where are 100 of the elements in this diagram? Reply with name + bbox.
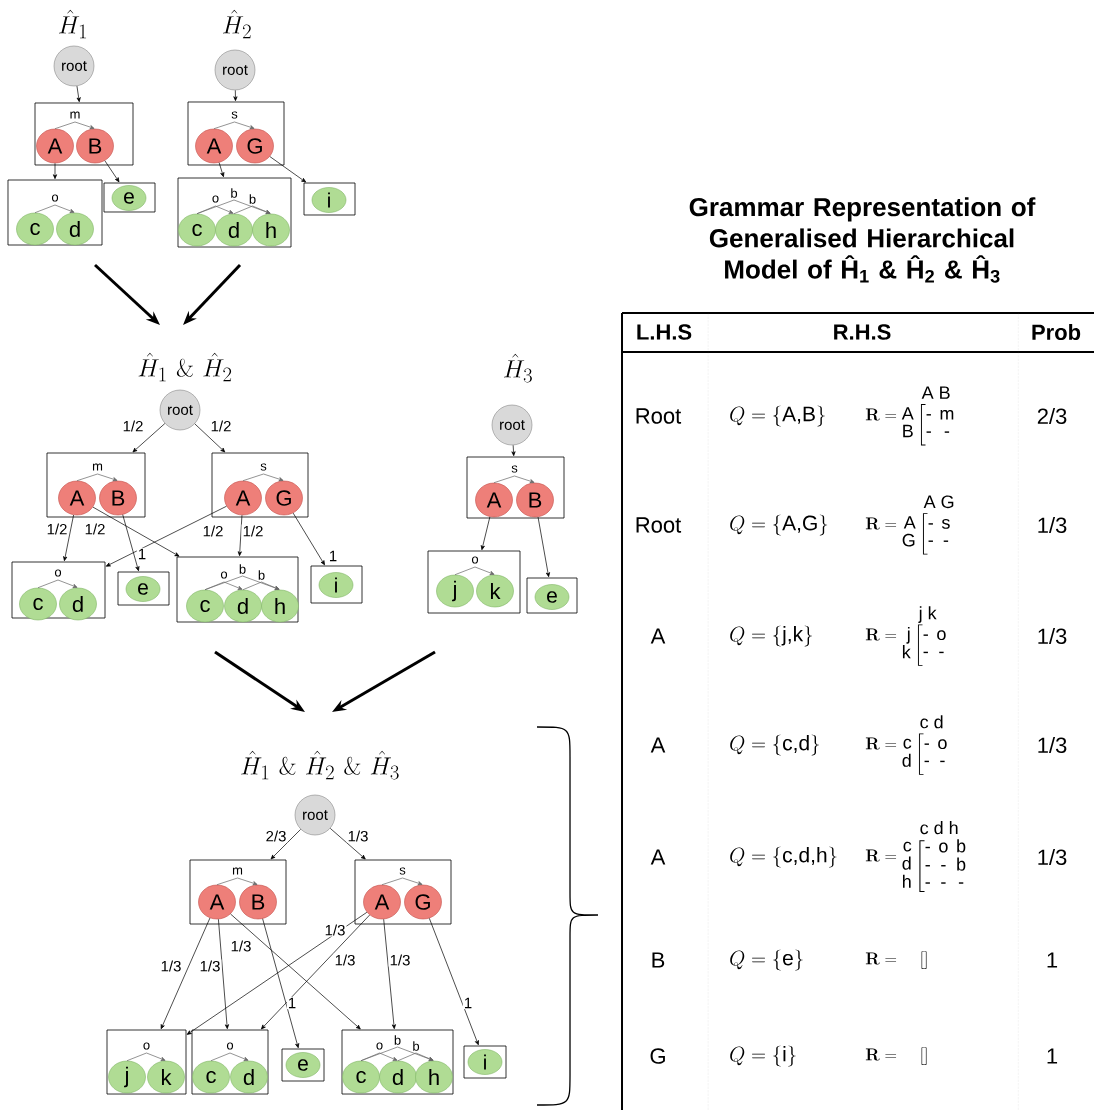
relation-label: o [212,195,219,203]
group-box [46,452,146,518]
relation-label: o [143,1042,150,1050]
arrow [383,918,396,1030]
edge-label: 1 [327,549,339,563]
arrow [37,579,78,589]
arrow [242,473,284,482]
table-cell: 1/3 [1038,627,1067,645]
tree-title: $\hat{H}_3$ [504,353,532,383]
arrow [428,917,479,1046]
group-box [7,179,103,246]
arrow [122,514,140,572]
relation-label: m [232,867,243,875]
table-cell: G [650,1048,665,1064]
column-header: L.H.S [637,324,692,340]
group-box [106,1029,187,1095]
edge-label: 1/3 [388,953,412,967]
arrow [237,514,243,557]
arrow [397,1052,434,1062]
edge-label: 1/3 [323,923,347,937]
arrow [261,914,370,1030]
tree-title: $\hat{H}_1 \ \&\ \hat{H}_2 \ \&\ \hat{H}_3$ [241,750,399,780]
group-box [34,102,134,166]
edge-label: 1 [286,996,298,1010]
table-cell: Root [636,517,682,533]
tree-title: $\hat{H}_1 \ \&\ \hat{H}_2$ [138,352,232,382]
relation-label: s [511,465,518,473]
relation-label: b [413,1041,420,1051]
arrow [242,581,280,591]
column-header: R.H.S [834,324,891,340]
arrow [132,423,166,453]
arrow [292,512,325,566]
formula: $Q = \left\{\text{j,k}\right\}$ [730,625,812,647]
arrow [104,160,120,183]
arrow [52,162,58,180]
edge-label: 1/2 [121,419,145,433]
arrow [511,444,516,457]
table-cell: 2/3 [1037,407,1067,425]
relation-label: o [471,556,479,564]
arrow [329,828,366,860]
table-cell: Root [636,408,682,424]
group-box [103,182,156,213]
edge-label: 1/3 [198,959,222,973]
arrow [381,877,423,886]
edge-label: 1/2 [83,522,107,536]
arrow [126,1052,166,1062]
formula: $Q = \left\{\text{A,G}\right\}$ [730,514,828,536]
relation-label: b [394,1035,401,1045]
arrow [34,204,75,214]
arrow [76,473,118,482]
matrix-formula: $\mathbf{R} = \begin{array}{@{}r@{\,}l@{}} & \ \text{j k}\\ \begin{array}{@{}r@{}}\text{j}\\ \text{k}\end{array} & \left[\begin{array}{@{}c@{\;\,}c@{}}\text{-} & \text{o}\\ \text{-} & \text{-}\end{array}\right.\end{array}$ [865,606,946,666]
table-cell: B [652,952,665,968]
arrow [63,514,74,562]
arrow [480,516,491,551]
edge-label: 1/3 [229,939,253,953]
relation-label: s [231,111,238,119]
relation-label: b [258,570,265,580]
formula: $Q = \left\{\text{e}\right\}$ [730,949,803,971]
relation-label: o [51,194,59,202]
arrow [54,121,95,130]
group-box [117,571,170,606]
group-box [177,177,292,248]
arrow [493,475,535,484]
table-cell: 1/3 [1038,848,1067,866]
edge-label: 1/3 [346,829,370,843]
group-box [341,1029,454,1095]
group-box [176,556,299,623]
arrow [210,1052,249,1062]
table-cell: 1/3 [1038,516,1067,534]
relation-label: o [220,571,228,579]
arrow [537,516,550,578]
table-cell: A [650,849,666,865]
arrow [270,829,301,860]
group-box [11,561,106,619]
relation-label: o [226,1042,234,1050]
edge-label: 1/2 [45,522,69,536]
arrow [230,913,361,1030]
relation-label: b [239,564,246,574]
edge-label: 1/2 [241,524,265,538]
table-cell: A [650,628,666,644]
matrix-formula: $\mathbf{R} = \begin{array}{@{}r@{\,}l@{}} & \ \text{A G}\\ \begin{array}{@{}r@{}}\text{A}\\ \text{G}\end{array} & \left[\begin{array}{@{}c@{\;\,}c@{}}\text{-} & \text{s}\\ \text{-} & \text{-}\end{array}\right.\end{array}$ [865,495,954,555]
group-box [211,452,309,518]
edge-label: 1/3 [333,953,357,967]
matrix-formula: $\mathbf{R} = \quad []$ [865,951,927,969]
arrow [105,505,227,567]
arrow [213,121,255,130]
arrow [194,423,226,453]
edge-label: 1 [462,996,474,1010]
arrow [233,205,271,215]
arrow [186,911,368,1035]
group-box [354,859,452,925]
group-box [526,577,578,614]
edge-label: 1/2 [209,419,233,433]
edge-label: 2/3 [264,829,288,843]
group-box [427,550,521,614]
arrow [233,89,238,102]
table-cell: A [650,737,666,753]
tree-title: $\hat{H}_2$ [223,9,251,39]
table-cell: 1/3 [1038,736,1067,754]
edge-label: 1/3 [159,959,183,973]
